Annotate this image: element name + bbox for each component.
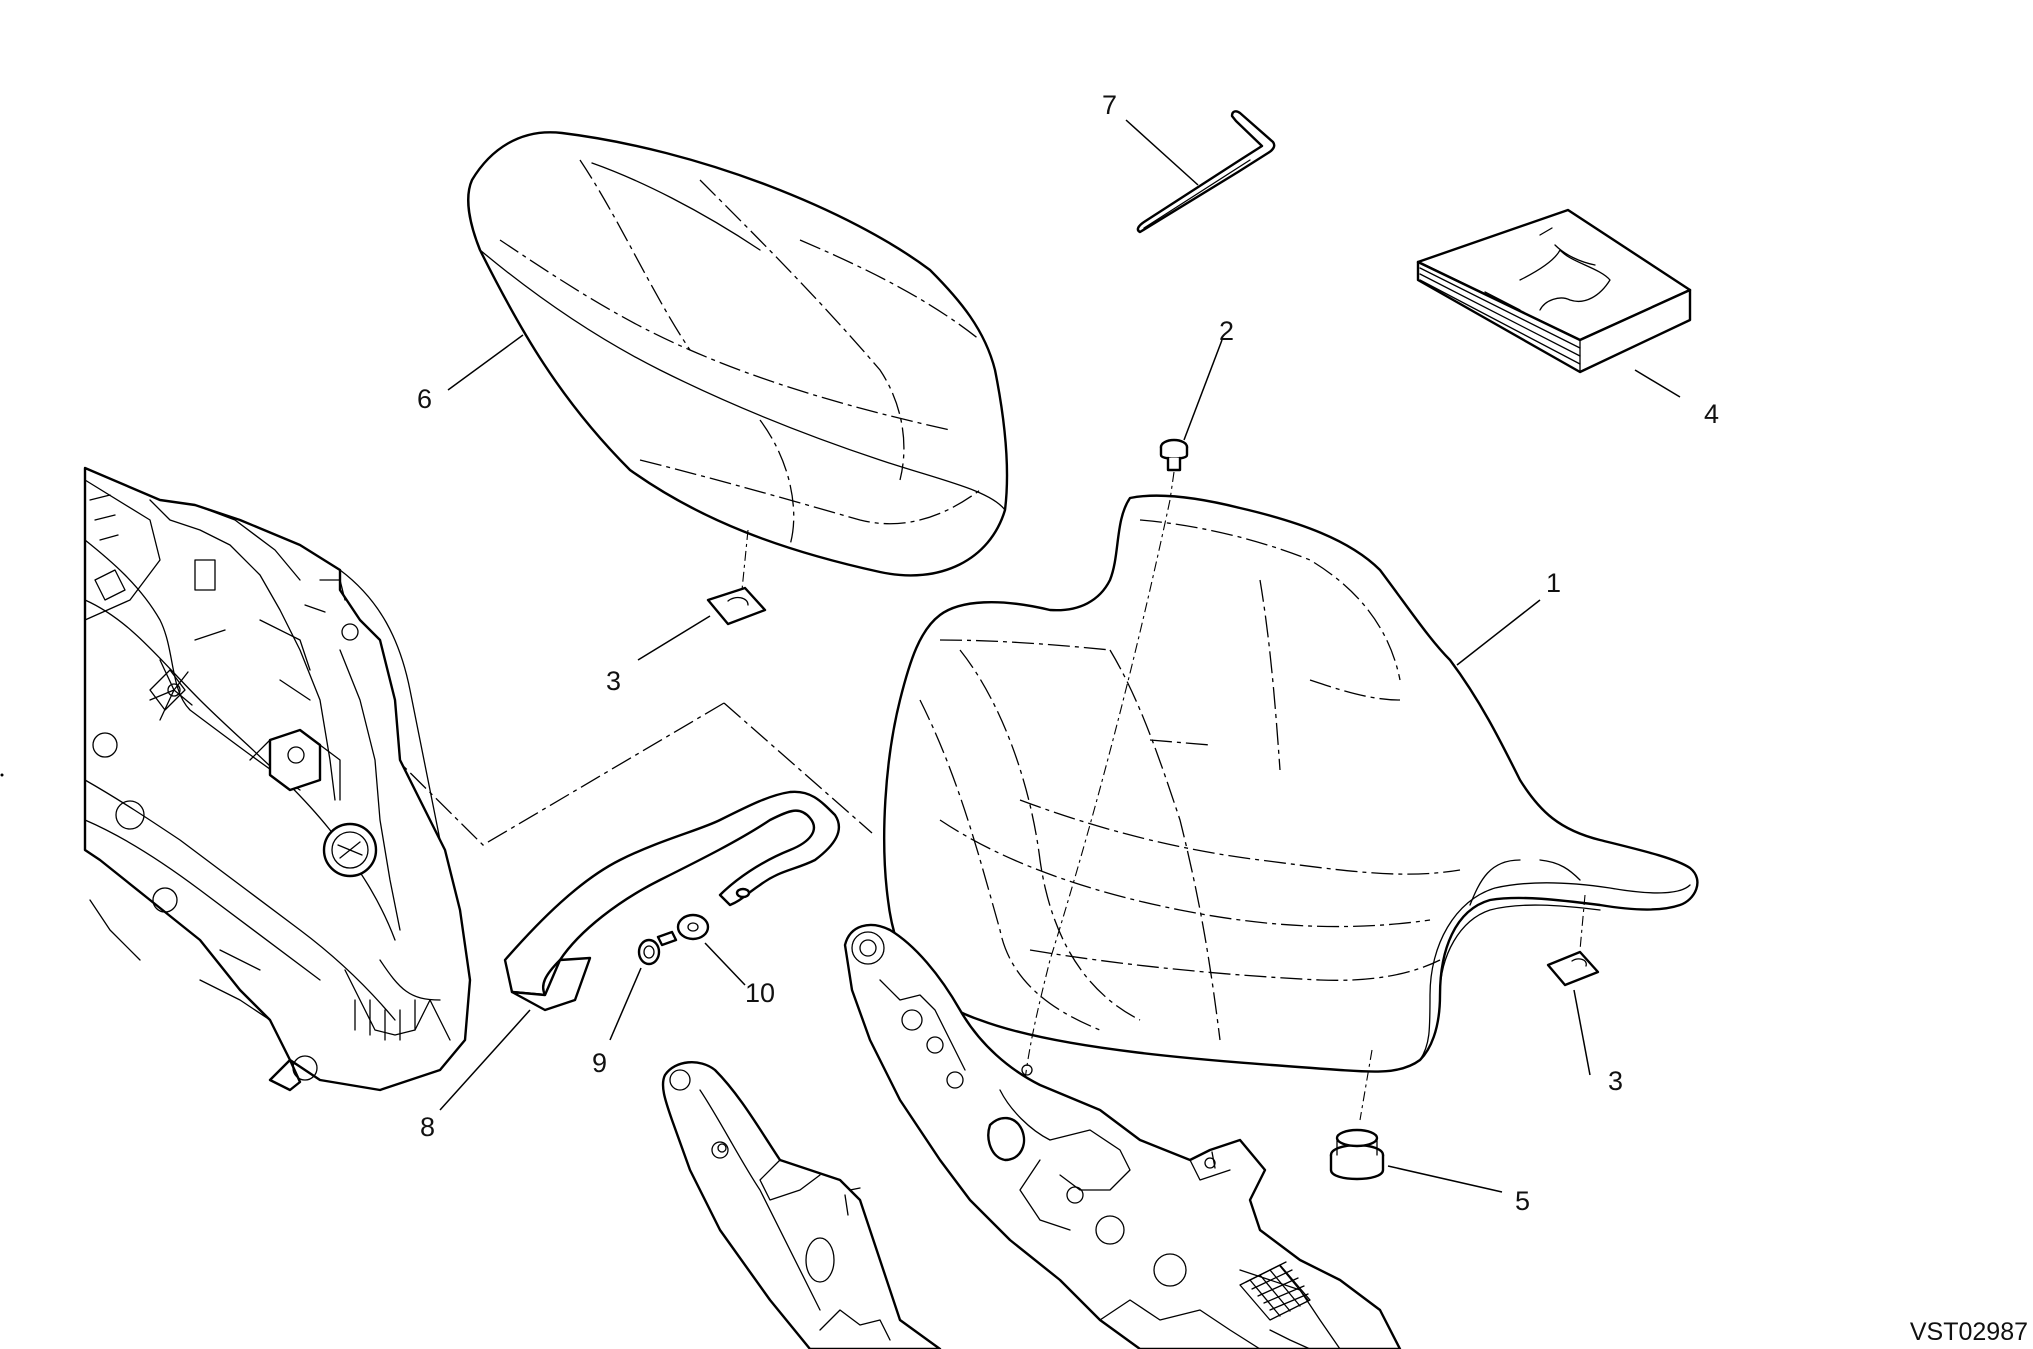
- callout-3-right: 3: [1608, 1066, 1623, 1096]
- margin-dot: [0, 773, 4, 777]
- callout-8: 8: [420, 1112, 435, 1142]
- rubber-pad-part: [1329, 1128, 1385, 1181]
- allen-key-part: [1136, 110, 1276, 234]
- callout-7: 7: [1102, 90, 1117, 120]
- assembly-line-strap: [371, 702, 873, 846]
- clip-right-part: [1546, 950, 1600, 987]
- callout-labels: 1 2 3 3 4 5 6 7 8 9 10: [417, 90, 1719, 1216]
- callout-5: 5: [1515, 1186, 1530, 1216]
- reference-code: VST02987: [1910, 1318, 2028, 1346]
- callout-3-left: 3: [606, 666, 621, 696]
- grab-strap-part: [503, 790, 841, 1012]
- screw-top-part: [1159, 438, 1189, 501]
- leader-lines: [439, 119, 1681, 1193]
- clip-left-part: [706, 586, 767, 626]
- passenger-seat-part: [467, 131, 1009, 591]
- callout-10: 10: [745, 978, 775, 1008]
- owner-manual-part: [1416, 208, 1692, 374]
- callout-1: 1: [1546, 568, 1561, 598]
- callout-9: 9: [592, 1048, 607, 1078]
- screw-strap-part: [637, 930, 678, 966]
- washer-part: [676, 913, 710, 941]
- frame-tail-assembly: [83, 466, 472, 1092]
- rider-seat-part: [883, 494, 1699, 1121]
- callout-2: 2: [1219, 316, 1234, 346]
- subframe-rails: [661, 923, 1402, 1349]
- callout-4: 4: [1704, 399, 1719, 429]
- callout-6: 6: [417, 384, 432, 414]
